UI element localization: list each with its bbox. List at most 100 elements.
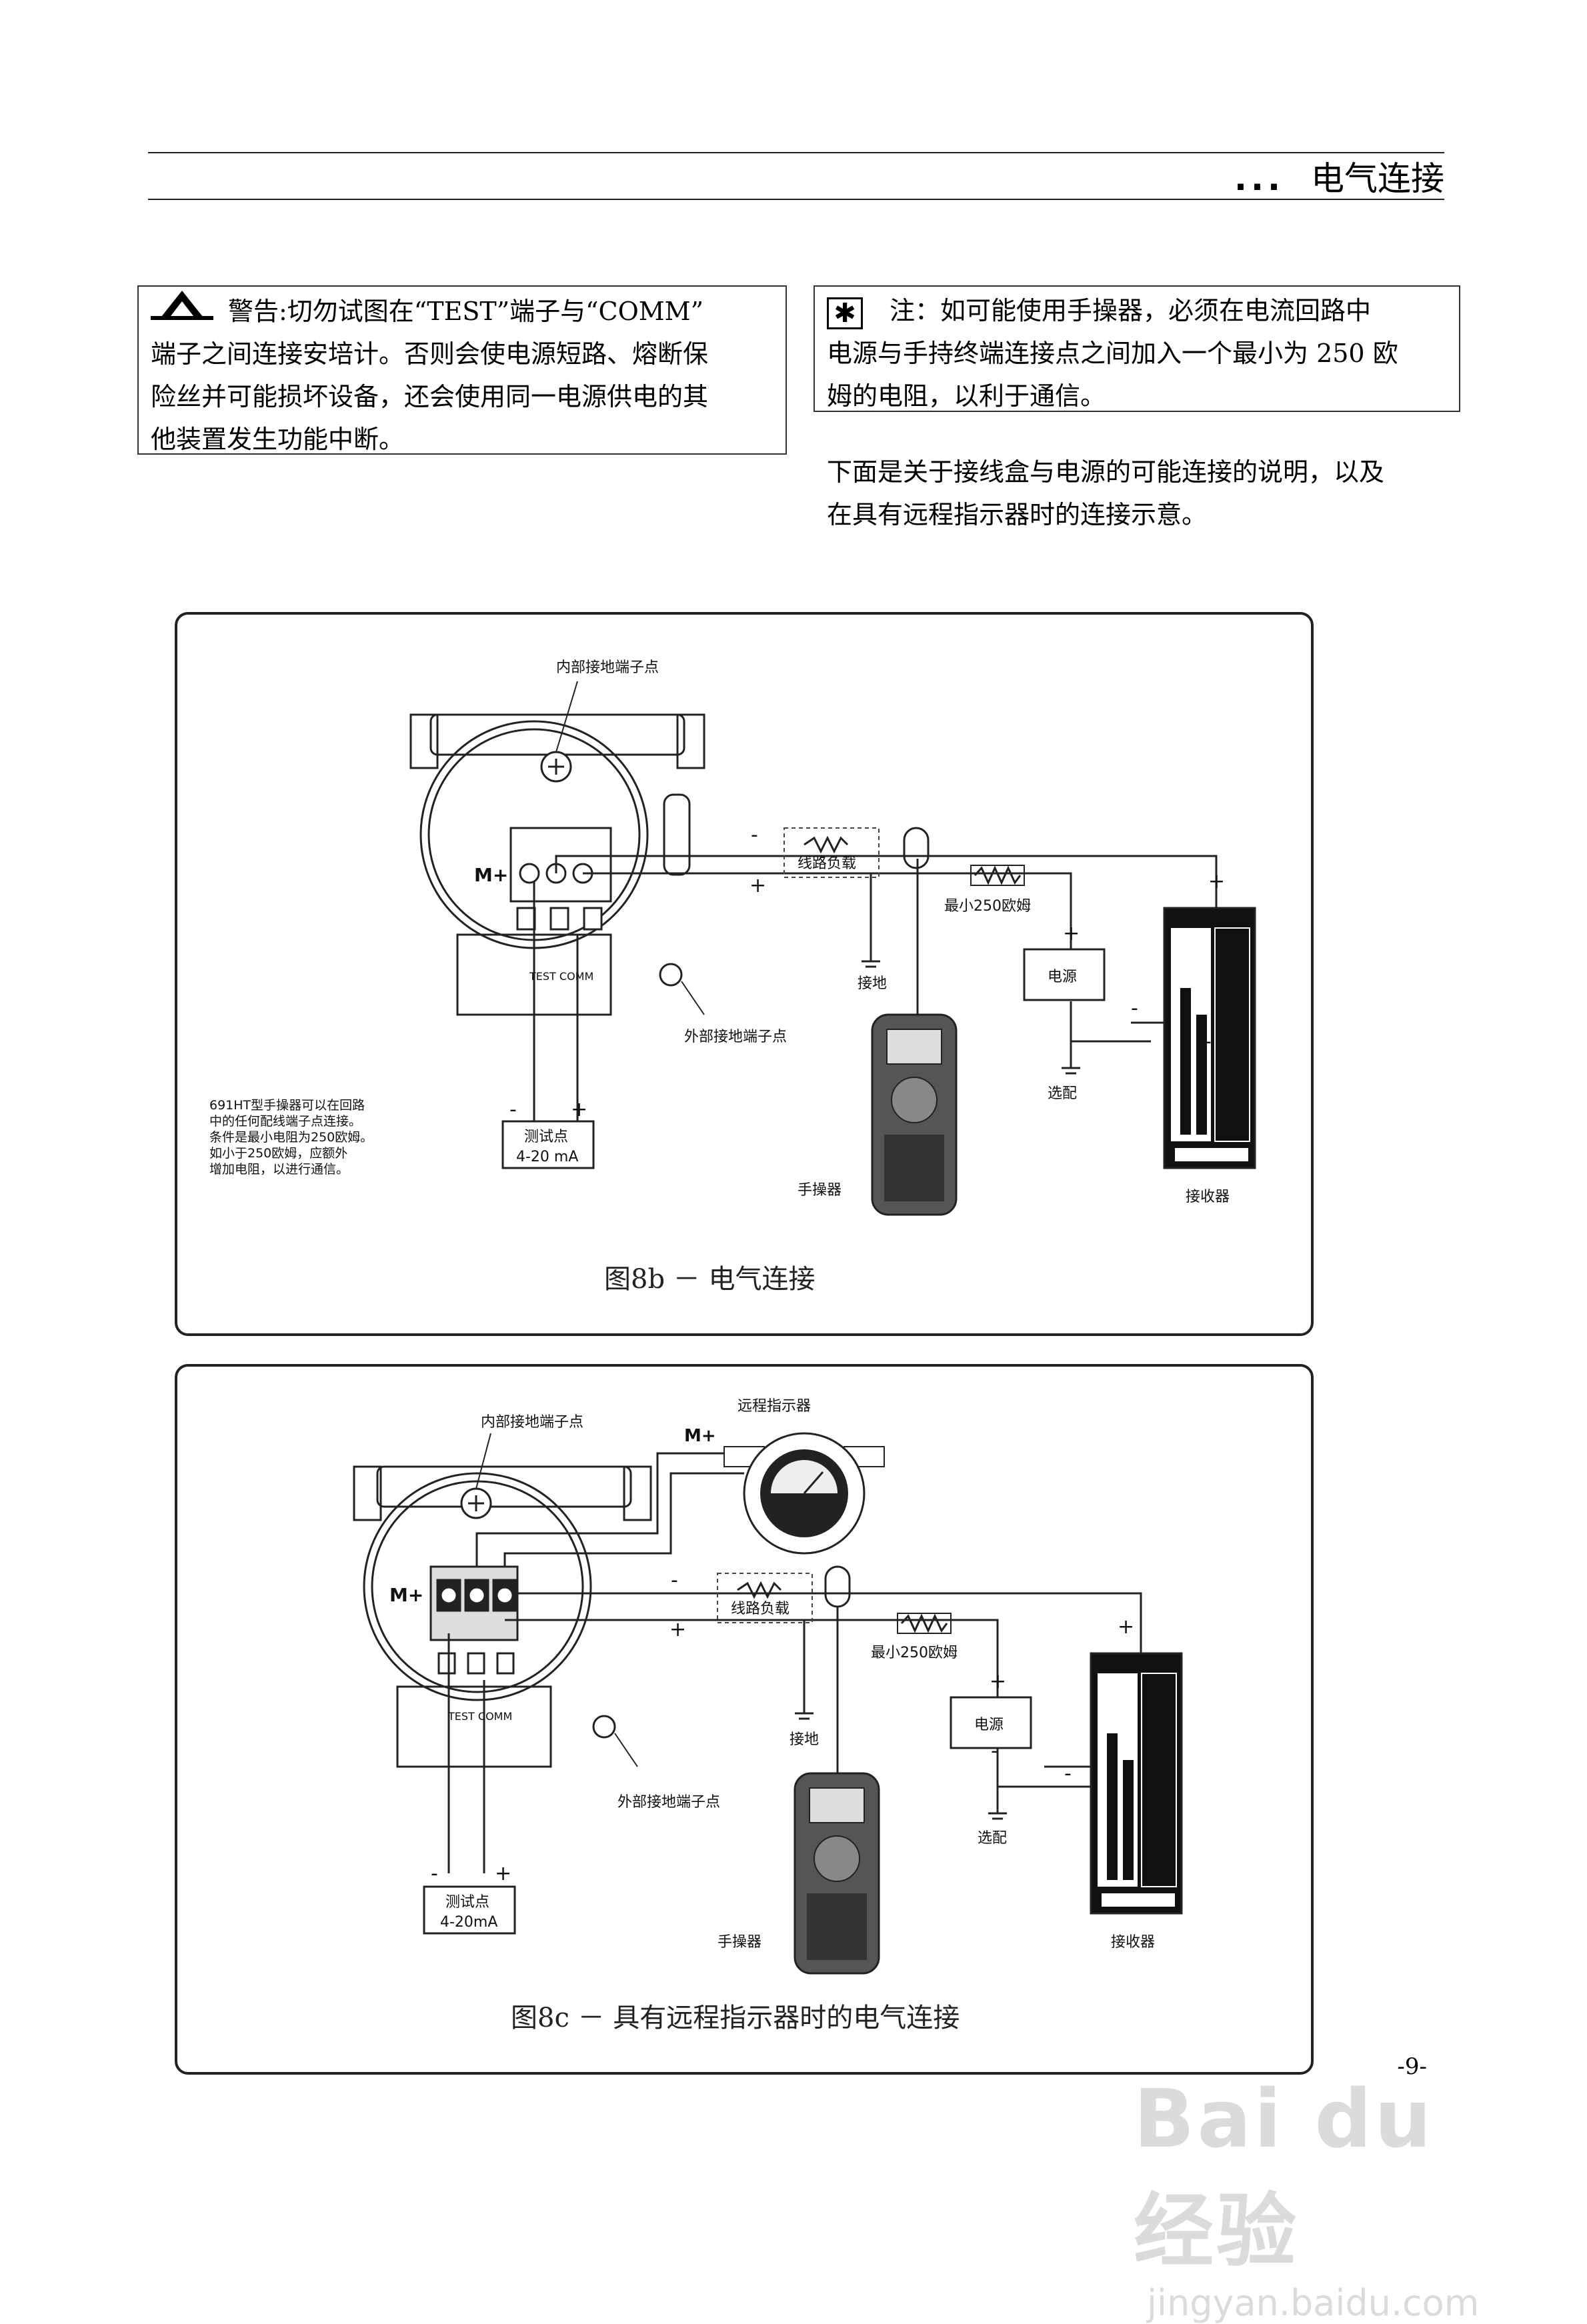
test-comm-label: TEST COMM [447,1710,512,1723]
side-note: 691HT型手操器可以在回路 中的任何配线端子点连接。 条件是最小电阻为250欧… [209,1098,373,1177]
svg-text:条件是最小电阻为250欧姆。: 条件是最小电阻为250欧姆。 [209,1130,373,1145]
plus-sign-1: + [749,874,766,897]
loop-wiring [533,855,1218,1121]
figure-8b-diagram: 线路负载 最小250欧姆 电源 接地 选配 手操器 [209,659,1256,1295]
section-header: ... 电气连接 [1234,152,1444,200]
intro-line-2: 在具有远程指示器时的连接示意。 [827,500,1208,529]
watermark-main-text: Bai du 经验 [1134,2073,1434,2278]
header-dots: ... [1234,159,1284,198]
min-resistor-label: 最小250欧姆 [944,898,1031,915]
internal-ground-screw [460,1433,492,1519]
intro-line-1: 下面是关于接线盒与电源的可能连接的说明，以及 [827,457,1385,487]
test-point-box: 测试点 4-20 mA [501,1120,595,1169]
external-ground-screw [592,1715,638,1767]
optional-label: 选配 [1048,1085,1077,1102]
plus-sign-1: + [669,1618,686,1641]
receiver [1163,907,1256,1169]
line-load-label: 线路负载 [798,855,856,872]
minus-sign-3: - [1204,1030,1212,1053]
warning-box: 警告:切勿试图在“TEST”端子与“COMM” 端子之间连接安培计。否则会使电源… [137,285,787,455]
warning-line-4: 他装置发生功能中断。 [151,425,405,454]
internal-ground-label: 内部接地端子点 [556,659,659,676]
receiver [1090,1652,1183,1915]
test-point-label-2: 4-20 mA [516,1149,578,1165]
m-plus-label: M+ [389,1584,423,1606]
minus-sign-2: - [991,1739,998,1763]
warning-line-3: 险丝并可能损坏设备，还会使用同一电源供电的其 [151,382,709,411]
intro-paragraph: 下面是关于接线盒与电源的可能连接的说明，以及 在具有远程指示器时的连接示意。 [827,451,1460,536]
note-asterisk-icon: ✱ [827,297,863,329]
external-ground-label: 外部接地端子点 [684,1029,787,1045]
plus-sign-4: + [571,1098,587,1121]
warning-triangle-icon [151,291,213,320]
plus-sign-2: + [1208,870,1225,893]
minus-sign-1: - [751,823,758,847]
m-plus-label: M+ [474,864,508,886]
test-point-box: 测试点 4-20mA [423,1885,516,1935]
optional-ground-symbol [988,1812,1007,1820]
figure-8c-caption: 图8c － 具有远程指示器时的电气连接 [511,2003,960,2033]
page-number: -9- [1397,2053,1427,2080]
remote-indicator [723,1432,885,1555]
loop-wiring [447,1452,1142,1873]
ground-symbol [795,1712,814,1720]
handheld-communicator [871,827,958,1216]
plus-sign-4: + [495,1862,511,1885]
minus-sign-1: - [671,1569,678,1592]
optional-label: 选配 [978,1830,1007,1847]
indicator-m-plus-label: M+ [684,1426,716,1446]
power-label: 电源 [974,1717,1004,1733]
note-line-1: ✱注：如可能使用手操器，必须在电流回路中 [827,289,1447,332]
warning-line-2: 端子之间连接安培计。否则会使电源短路、熔断保 [151,339,709,369]
test-comm-label: TEST COMM [529,970,593,983]
optional-ground-symbol [1062,1067,1080,1075]
internal-ground-screw [540,681,578,783]
minus-sign-4: - [509,1098,517,1121]
handheld-communicator [794,1565,880,1975]
external-ground-label: 外部接地端子点 [617,1794,720,1811]
plus-sign-3: + [1063,922,1080,945]
power-supply: 电源 [1023,948,1106,1001]
handheld-label: 手操器 [798,1182,842,1199]
minus-sign-4: - [431,1862,438,1885]
receiver-label: 接收器 [1111,1934,1155,1951]
min-resistor: 最小250欧姆 [871,1613,958,1661]
warning-line-1: 警告:切勿试图在“TEST”端子与“COMM” [151,289,773,333]
test-point-label-1: 测试点 [524,1129,568,1145]
receiver-label: 接收器 [1186,1189,1230,1205]
header-rule-top [148,152,1444,153]
power-supply: 电源 [950,1696,1032,1749]
baidu-watermark: Bai du 经验 jingyan.baidu.com [1134,2073,1507,2324]
line-load-resistor: 线路负载 [783,827,880,878]
figure-8b: 线路负载 最小250欧姆 电源 接地 选配 手操器 [175,612,1314,1336]
terminal-block [509,827,612,931]
line-load-resistor: 线路负载 [717,1573,813,1623]
terminal-block [429,1565,519,1675]
test-point-label-1: 测试点 [445,1894,489,1911]
header-rule-bottom [148,199,1444,200]
watermark-url: jingyan.baidu.com [1147,2282,1480,2324]
header-title-text: 电气连接 [1311,159,1444,198]
remote-indicator-label: 远程指示器 [737,1398,811,1415]
figure-8c-diagram: 线路负载 最小250欧姆 电源 接地 选配 手操器 [353,1398,1183,2033]
plus-sign-3: + [990,1670,1006,1693]
internal-ground-label: 内部接地端子点 [481,1414,583,1431]
ground-symbol [862,955,880,968]
test-point-label-2: 4-20mA [440,1914,497,1931]
min-resistor: 最小250欧姆 [944,865,1031,915]
svg-text:增加电阻，以进行通信。: 增加电阻，以进行通信。 [209,1162,349,1177]
note-line-3: 姆的电阻，以利于通信。 [827,381,1106,411]
ground-label: 接地 [858,975,887,992]
note-box: ✱注：如可能使用手操器，必须在电流回路中 电源与手持终端连接点之间加入一个最小为… [814,285,1460,412]
ground-label: 接地 [789,1731,819,1748]
power-label: 电源 [1048,969,1077,985]
figure-8c: 线路负载 最小250欧姆 电源 接地 选配 手操器 [175,1364,1314,2075]
note-line-2: 电源与手持终端连接点之间加入一个最小为 250 欧 [827,339,1398,368]
svg-text:如小于250欧姆，应额外: 如小于250欧姆，应额外 [209,1146,347,1161]
line-load-label: 线路负载 [731,1601,789,1617]
minus-sign-3: - [1064,1762,1072,1785]
svg-text:中的任何配线端子点连接。: 中的任何配线端子点连接。 [209,1114,361,1129]
figure-8b-caption: 图8b － 电气连接 [604,1264,815,1295]
min-resistor-label: 最小250欧姆 [871,1645,958,1661]
minus-sign-2: - [1131,997,1138,1020]
